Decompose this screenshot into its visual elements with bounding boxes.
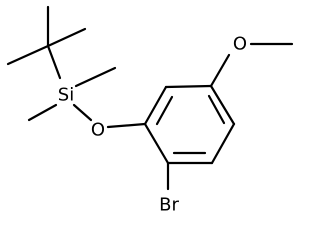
ring-bond-1 [143, 85, 168, 126]
ring-bond-3 [209, 84, 236, 126]
bond-tbu-methyl-right [46, 27, 87, 48]
ring-double-bond-inner-2 [207, 94, 226, 125]
bond-silicon-methyl-right [74, 66, 117, 88]
silicon-atom-label: Si [58, 85, 74, 106]
ring-bond-4 [210, 122, 236, 165]
bond-tbu-methyl-left [6, 44, 50, 66]
oxygen-methoxy-atom-label: O [233, 34, 247, 55]
bond-tbu-silicon [46, 44, 62, 80]
methoxy-group [209, 42, 294, 88]
ring-bond-2 [164, 84, 213, 89]
bond-oxygen-ring [106, 122, 147, 129]
bond-ring-methoxy-oxygen [209, 53, 231, 88]
dimethylsilyl-bonds [27, 66, 117, 122]
ring-bond-6 [143, 122, 170, 165]
chemical-structure-drawing: Si O O Br [6, 5, 294, 216]
tert-butyl-group [6, 5, 87, 80]
benzene-ring [143, 84, 236, 165]
bromine-atom-label: Br [159, 195, 179, 216]
oxygen-siloxy-atom-label: O [91, 120, 105, 141]
bond-silicon-oxygen [72, 103, 93, 122]
bond-silicon-methyl-left [27, 103, 58, 122]
ring-double-bond-inner-1 [155, 95, 174, 126]
